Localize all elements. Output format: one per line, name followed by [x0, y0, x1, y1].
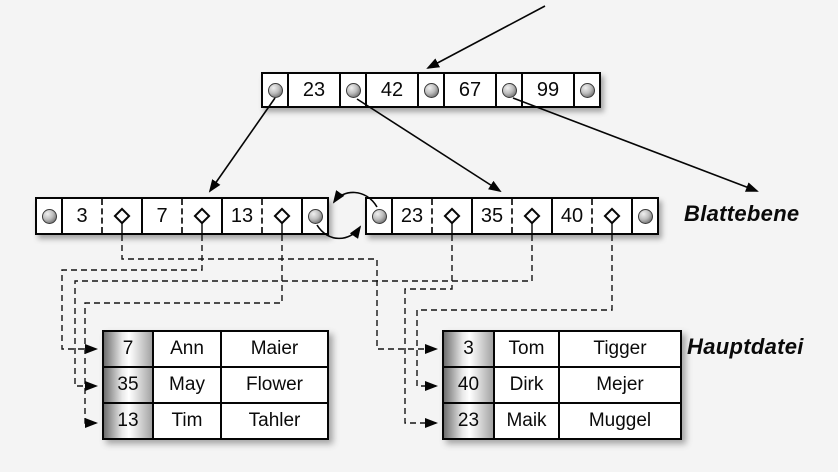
first-name-cell: Dirk	[495, 368, 560, 404]
last-name-cell: Flower	[222, 368, 327, 404]
pointer-circle-icon	[345, 82, 361, 98]
key-cell: 13	[223, 199, 263, 233]
record-diamond-icon	[603, 207, 621, 225]
key-cell: 40	[553, 199, 593, 233]
main-file-label: Hauptdatei	[687, 334, 804, 359]
first-name-cell: Ann	[154, 332, 222, 368]
key-cell: 3	[63, 199, 103, 233]
key-cell: 42	[367, 74, 419, 106]
pointer-circle-icon	[579, 82, 595, 98]
pointer-circle-icon	[267, 82, 283, 98]
last-name-cell: Tigger	[560, 332, 680, 368]
record-pointer-cell	[513, 199, 553, 233]
first-name-cell: Tim	[154, 404, 222, 438]
pointer-cell	[341, 74, 367, 106]
root-index-node: 23 42 67 99	[261, 72, 601, 108]
arrow-root-to-right-leaf	[356, 98, 502, 193]
first-name-cell: May	[154, 368, 222, 404]
record-diamond-icon	[523, 207, 541, 225]
last-name-cell: Muggel	[588, 410, 652, 431]
key-cell: 67	[445, 74, 497, 106]
pointer-cell	[497, 74, 523, 106]
record-diamond-icon	[193, 207, 211, 225]
pointer-circle-icon	[501, 82, 517, 98]
key-cell: 23	[393, 199, 433, 233]
arrow-root-to-next-leaf	[512, 97, 759, 192]
pointer-circle-icon	[423, 82, 439, 98]
pointer-cell	[303, 199, 327, 233]
record-pointer-cell	[593, 199, 633, 233]
pointer-cell	[575, 74, 599, 106]
record-key-cell: 3	[444, 332, 495, 368]
record-key-cell: 7	[104, 332, 154, 368]
record-key-cell: 35	[104, 368, 154, 404]
arrow-into-root	[426, 5, 546, 69]
leaf-node-left: 3 7 13	[35, 197, 329, 235]
record-diamond-icon	[273, 207, 291, 225]
record-pointer-cell	[183, 199, 223, 233]
key-cell: 35	[473, 199, 513, 233]
pointer-cell	[263, 74, 289, 106]
record-pointer-cell	[433, 199, 473, 233]
last-name-cell: Tahler	[248, 410, 301, 431]
pointer-cell	[633, 199, 657, 233]
pointer-circle-icon	[41, 208, 57, 224]
first-name-cell: Tom	[495, 332, 560, 368]
arrow-root-to-left-leaf	[208, 97, 276, 193]
record-pointer-cell	[263, 199, 303, 233]
record-key-cell: 23	[444, 404, 495, 438]
record-key-cell: 40	[444, 368, 495, 404]
record-pointer-cell	[103, 199, 143, 233]
last-name-cell: Mejer	[560, 368, 680, 404]
leaf-node-right: 23 35 40	[365, 197, 659, 235]
first-name-cell: Maik	[495, 404, 560, 438]
pointer-cell	[367, 199, 393, 233]
record-diamond-icon	[113, 207, 131, 225]
key-cell: 99	[523, 74, 575, 106]
leaf-level-label: Blattebene	[684, 201, 800, 226]
pointer-circle-icon	[371, 208, 387, 224]
pointer-cell	[37, 199, 63, 233]
pointer-cell	[419, 74, 445, 106]
key-cell: 7	[143, 199, 183, 233]
last-name-cell: Maier	[222, 332, 327, 368]
record-diamond-icon	[443, 207, 461, 225]
record-key-cell: 13	[104, 404, 154, 438]
key-cell: 23	[289, 74, 341, 106]
pointer-circle-icon	[307, 208, 323, 224]
pointer-circle-icon	[637, 208, 653, 224]
